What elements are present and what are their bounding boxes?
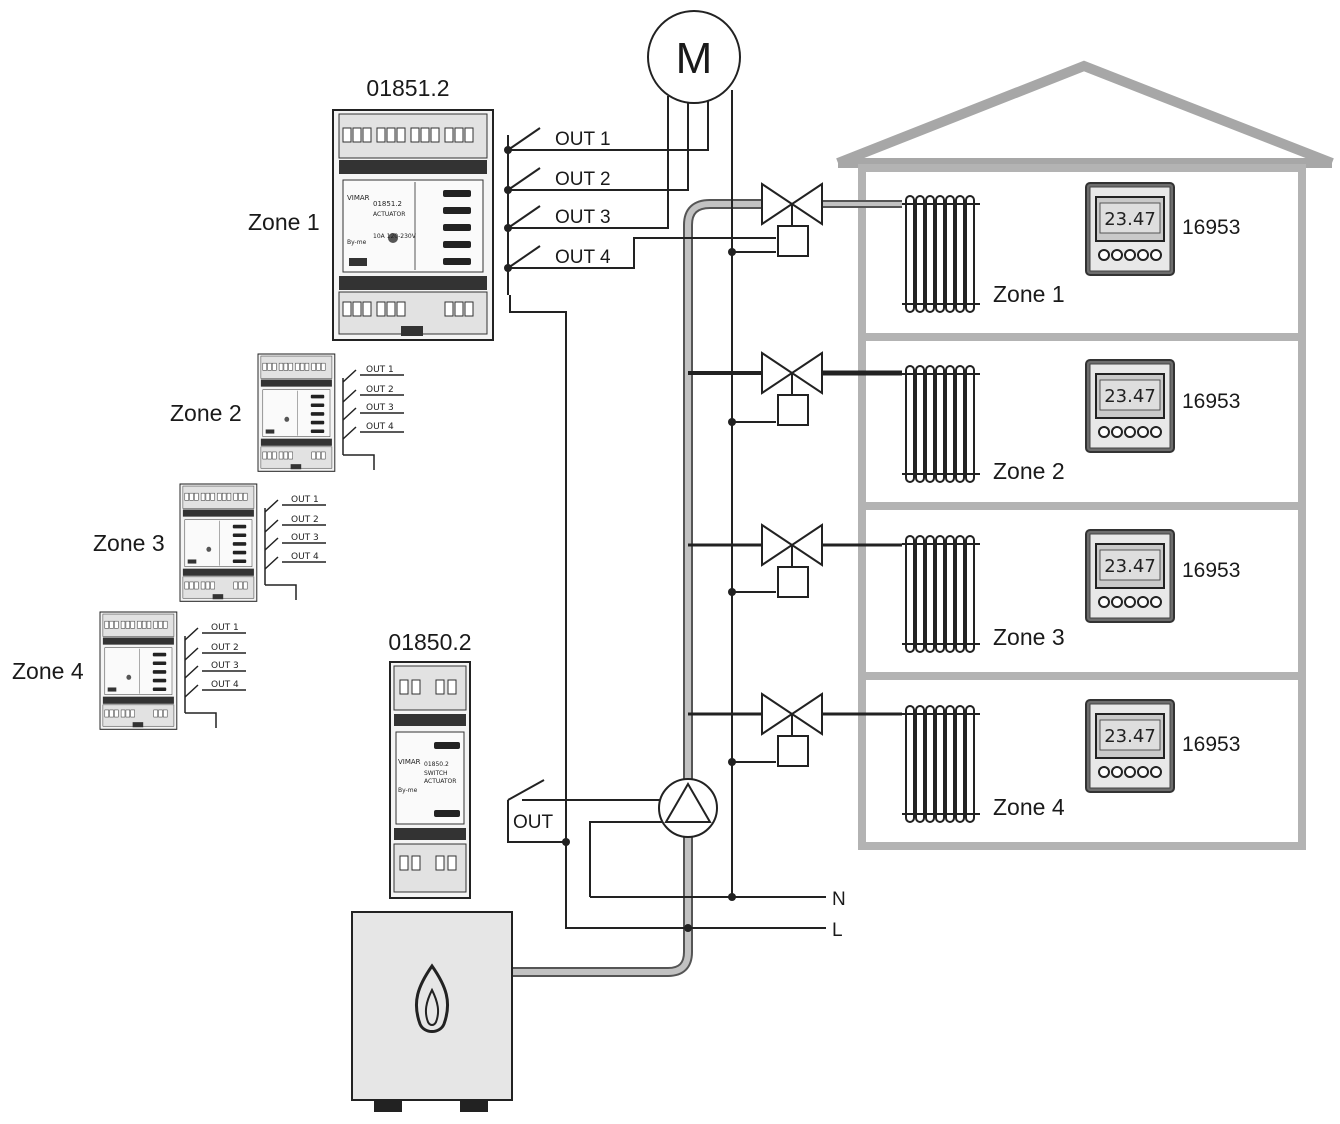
module-brand: VIMAR bbox=[347, 194, 370, 202]
house-zone-label: Zone 1 bbox=[993, 281, 1065, 307]
output-label: OUT 3 bbox=[211, 661, 239, 671]
actuator-zone-label: Zone 2 bbox=[170, 400, 242, 426]
motor-icon: M bbox=[647, 10, 741, 104]
din-actuator-zone-2 bbox=[257, 353, 336, 472]
actuator-model-label: 01851.2 bbox=[366, 75, 449, 101]
house-zone-label: Zone 3 bbox=[993, 624, 1065, 650]
output-label: OUT 4 bbox=[366, 422, 394, 432]
module-type-2: ACTUATOR bbox=[424, 778, 456, 785]
valve-icon bbox=[761, 352, 823, 426]
thermostat-model-label: 16953 bbox=[1182, 559, 1240, 582]
valve-icon bbox=[761, 183, 823, 257]
actuator-zone-label: Zone 4 bbox=[12, 658, 84, 684]
thermostat-display: 23.47 bbox=[1104, 209, 1156, 230]
valve-icon bbox=[761, 693, 823, 767]
din-switch-actuator-01850: VIMAR 01850.2 SWITCH ACTUATOR By-me bbox=[389, 661, 471, 899]
output-label: OUT 2 bbox=[366, 385, 394, 395]
thermostat-model-label: 16953 bbox=[1182, 390, 1240, 413]
thermostat-display: 23.47 bbox=[1104, 556, 1156, 577]
house-zone-label: Zone 4 bbox=[993, 794, 1065, 820]
radiator-icon bbox=[901, 533, 983, 655]
zone-2-outputs bbox=[342, 369, 404, 470]
motor-label: M bbox=[676, 34, 713, 83]
pipe-network bbox=[512, 199, 905, 977]
module-code: 01851.2 bbox=[373, 200, 402, 208]
pump-icon bbox=[658, 778, 718, 838]
module-brand: VIMAR bbox=[398, 758, 421, 766]
module-sync: By-me bbox=[347, 239, 367, 246]
module-type: ACTUATOR bbox=[373, 211, 405, 218]
din-actuator-01851: VIMAR 01851.2 ACTUATOR 10A 120-230V By-m… bbox=[332, 109, 494, 341]
output-label: OUT 4 bbox=[555, 247, 611, 268]
module-rating: 10A 120-230V bbox=[373, 233, 417, 240]
thermostat-model-label: 16953 bbox=[1182, 733, 1240, 756]
boiler bbox=[351, 911, 513, 1112]
output-label: OUT 3 bbox=[366, 403, 394, 413]
house bbox=[836, 60, 1334, 850]
thermostat-zone-1: 23.47 bbox=[1085, 182, 1175, 276]
radiator-icon bbox=[901, 363, 983, 485]
output-label: OUT 1 bbox=[291, 495, 319, 505]
radiator-icon bbox=[901, 703, 983, 825]
output-label: OUT 2 bbox=[555, 169, 611, 190]
valve-icon bbox=[761, 524, 823, 598]
relay-contacts bbox=[507, 127, 708, 801]
output-label: OUT 4 bbox=[291, 552, 319, 562]
thermostat-zone-4: 23.47 bbox=[1085, 699, 1175, 793]
switch-actuator-model-label: 01850.2 bbox=[388, 629, 471, 655]
module-type: SWITCH bbox=[424, 770, 448, 777]
output-label: OUT 2 bbox=[211, 643, 239, 653]
line-label: L bbox=[832, 920, 843, 941]
radiator-icon bbox=[901, 193, 983, 315]
output-label: OUT 4 bbox=[211, 680, 239, 690]
module-sync: By-me bbox=[398, 787, 418, 794]
thermostat-model-label: 16953 bbox=[1182, 216, 1240, 239]
output-label: OUT 3 bbox=[291, 533, 319, 543]
neutral-label: N bbox=[832, 889, 846, 910]
zone-4-outputs bbox=[184, 627, 246, 728]
output-label: OUT 1 bbox=[555, 129, 611, 150]
output-label: OUT 1 bbox=[366, 365, 394, 375]
house-zone-label: Zone 2 bbox=[993, 458, 1065, 484]
din-actuator-zone-3 bbox=[179, 483, 258, 602]
flame-icon bbox=[414, 963, 450, 1033]
thermostat-display: 23.47 bbox=[1104, 386, 1156, 407]
thermostat-zone-3: 23.47 bbox=[1085, 529, 1175, 623]
switch-output-label: OUT bbox=[513, 812, 554, 833]
module-code: 01850.2 bbox=[424, 761, 449, 768]
din-actuator-zone-4 bbox=[99, 611, 178, 730]
zone-3-outputs bbox=[264, 499, 326, 600]
actuator-zone-label: Zone 1 bbox=[248, 209, 320, 235]
thermostat-zone-2: 23.47 bbox=[1085, 359, 1175, 453]
output-label: OUT 2 bbox=[291, 515, 319, 525]
actuator-zone-label: Zone 3 bbox=[93, 530, 165, 556]
thermostat-display: 23.47 bbox=[1104, 726, 1156, 747]
output-label: OUT 1 bbox=[211, 623, 239, 633]
output-label: OUT 3 bbox=[555, 207, 611, 228]
